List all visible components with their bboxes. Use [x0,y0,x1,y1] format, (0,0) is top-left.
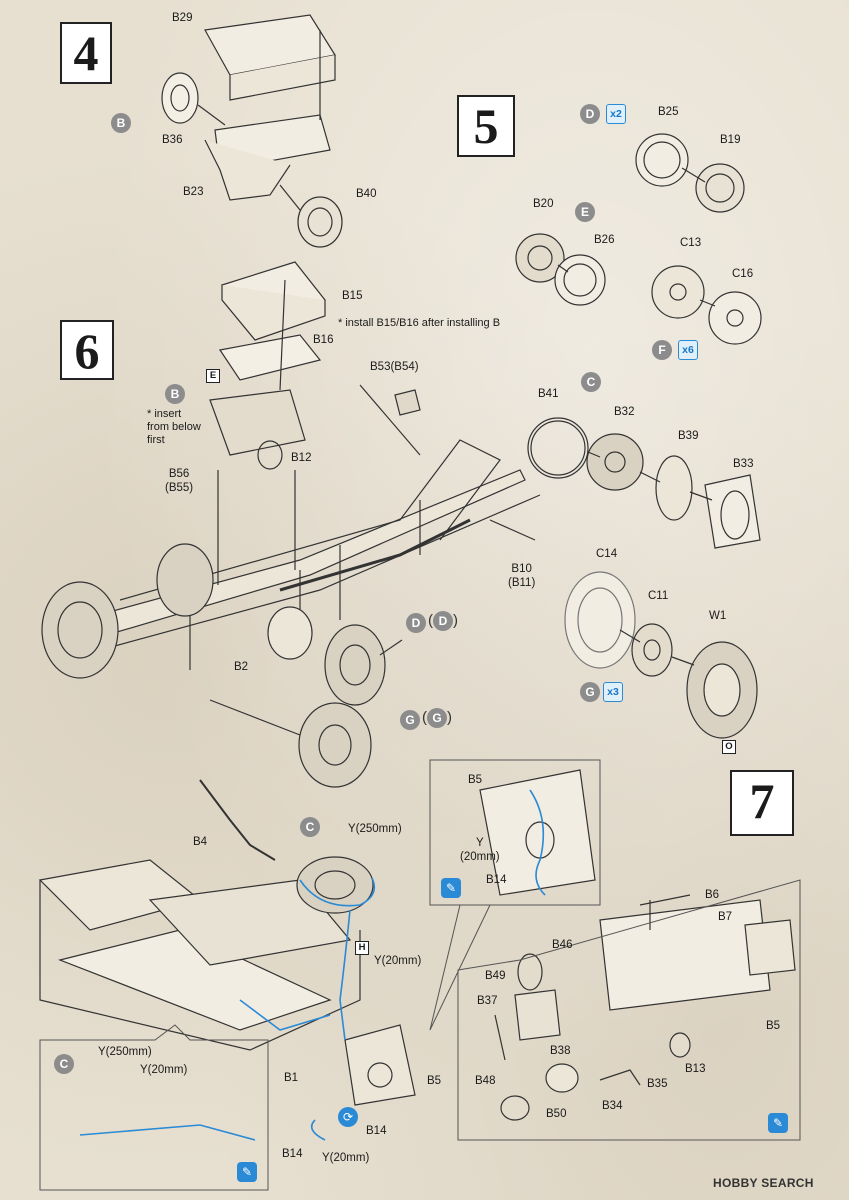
step6-wheel-assembly [527,417,761,739]
step5-badge-f: F [652,340,672,360]
part-label-b4: B4 [193,836,208,848]
step5-wheels [515,133,762,345]
paintbrush-icon: ✎ [441,878,461,898]
part-label-b35: B35 [647,1078,668,1090]
inset-callout-left [39,1024,269,1191]
wire-label-y250: Y(250mm) [348,823,402,835]
step7-assembly [38,769,796,1121]
step6-badge-g: G [400,710,420,730]
part-label-b41: B41 [538,388,559,400]
wire-label-y20: Y(20mm) [374,955,422,967]
step6-paren-d: (D) [428,611,458,631]
inset2-label-y20: Y(20mm) [140,1064,188,1076]
part-label-b14b: B14 [282,1148,303,1160]
part-label-c13: C13 [680,237,702,249]
step-number-4: 4 [60,22,112,84]
part-label-c16: C16 [732,268,754,280]
paintbrush-icon: ✎ [237,1162,257,1182]
part-label-b29: B29 [172,12,193,24]
step6-paren-g: (G) [422,708,452,728]
part-label-b12: B12 [291,452,312,464]
hobby-search-watermark: HOBBY SEARCH [713,1176,814,1190]
part-label-c11: C11 [648,590,669,602]
wire-label-y20b: Y(20mm) [322,1152,370,1164]
rotate-icon: ⟳ [338,1107,358,1127]
inset-callout-right [457,879,801,1141]
part-label-b38: B38 [550,1045,571,1057]
step6-box-o: O [722,740,736,754]
part-label-b49: B49 [485,970,506,982]
part-label-b56: B56 (B55) [165,468,194,494]
part-label-b14: B14 [366,1125,387,1137]
part-label-b37: B37 [477,995,498,1007]
step5-multiplier-f: x6 [678,340,698,360]
note-insert-first: * insert from below first [147,408,201,446]
step6-badge-d: D [406,613,426,633]
part-label-c14: C14 [596,548,618,560]
part-label-b34: B34 [602,1100,623,1112]
step-number-6: 6 [60,320,114,380]
part-label-b10: B10 (B11) [508,563,536,589]
inset-label-b14: B14 [486,874,507,886]
step6-paren-badge-d: D [433,611,453,631]
step6-chassis [41,261,541,788]
paintbrush-icon: ✎ [768,1113,788,1133]
part-label-b46: B46 [552,939,573,951]
inset2-label-y250: Y(250mm) [98,1046,152,1058]
step6-badge-b: B [165,384,185,404]
inset-label-y20: Y (20mm) [460,837,500,863]
part-label-b5r: B5 [766,1020,781,1032]
part-label-b50: B50 [546,1108,567,1120]
part-label-b6: B6 [705,889,720,901]
step4-badge-b: B [111,113,131,133]
part-label-b2: B2 [234,661,249,673]
step6-multiplier-g: x3 [603,682,623,702]
part-label-b1: B1 [284,1072,299,1084]
step7-badge-c: C [300,817,320,837]
part-label-b36: B36 [162,134,183,146]
part-label-b26: B26 [594,234,615,246]
part-label-b5: B5 [427,1075,442,1087]
inset-label-b5: B5 [468,774,483,786]
step6-box-e: E [206,369,220,383]
part-label-b39: B39 [678,430,699,442]
part-label-b33: B33 [733,458,754,470]
part-label-b15: B15 [342,290,363,302]
step5-badge-e: E [575,202,595,222]
step6-badge-g2: G [580,682,600,702]
part-label-b48: B48 [475,1075,496,1087]
step6-paren-badge-g: G [427,708,447,728]
step7-box-h: H [355,941,369,955]
part-label-b32: B32 [614,406,635,418]
part-label-b53: B53(B54) [370,361,419,373]
inset2-badge-c: C [54,1054,74,1074]
inset-callout-top [429,759,601,906]
step5-badge-d: D [580,104,600,124]
part-label-b25: B25 [658,106,679,118]
note-install-b15: * install B15/B16 after installing B [338,317,501,329]
part-label-b7: B7 [718,911,733,923]
step-number-5: 5 [457,95,515,157]
part-label-b40: B40 [356,188,377,200]
part-label-b20: B20 [533,198,554,210]
part-label-w1: W1 [709,610,727,622]
step4-parts [161,14,343,248]
step5-multiplier-d: x2 [606,104,626,124]
part-label-b13: B13 [685,1063,706,1075]
step6-badge-c: C [581,372,601,392]
step-number-7: 7 [730,770,794,836]
part-label-b19: B19 [720,134,741,146]
part-label-b16: B16 [313,334,334,346]
part-label-b23: B23 [183,186,204,198]
